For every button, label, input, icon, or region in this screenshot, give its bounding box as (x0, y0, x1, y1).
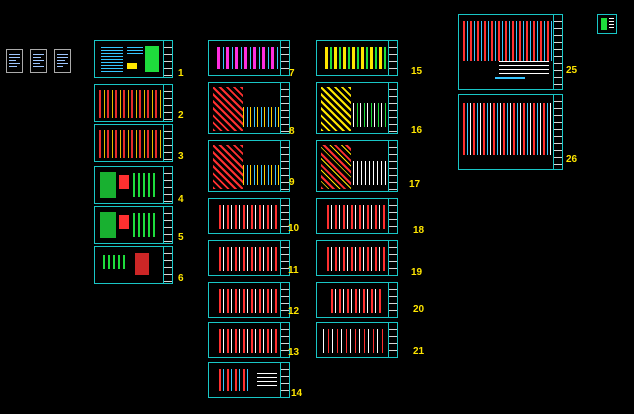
sheet-number-17: 17 (409, 179, 421, 190)
cover-sheet-b[interactable] (30, 49, 47, 73)
sheet-number-25: 25 (566, 65, 578, 76)
sheet-number-19: 19 (411, 267, 423, 278)
sheet-number-3: 3 (178, 151, 184, 162)
sheet-1[interactable] (94, 40, 173, 78)
sheet-number-4: 4 (178, 194, 184, 205)
sheet-17[interactable] (316, 140, 398, 192)
sheet-3[interactable] (94, 124, 173, 162)
sheet-number-10: 10 (288, 223, 300, 234)
cover-sheet-c[interactable] (54, 49, 71, 73)
sheet-6[interactable] (94, 246, 173, 284)
sheet-21[interactable] (316, 322, 398, 358)
sheet-15[interactable] (316, 40, 398, 76)
sheet-number-8: 8 (289, 126, 295, 137)
sheet-20[interactable] (316, 282, 398, 318)
sheet-26[interactable] (458, 94, 563, 170)
sheet-13[interactable] (208, 322, 290, 358)
sheet-number-20: 20 (413, 304, 425, 315)
sheet-18[interactable] (316, 198, 398, 234)
sheet-10[interactable] (208, 198, 290, 234)
sheet-12[interactable] (208, 282, 290, 318)
sheet-4[interactable] (94, 166, 173, 204)
sheet-number-6: 6 (178, 273, 184, 284)
sheet-number-21: 21 (413, 346, 425, 357)
sheet-2[interactable] (94, 84, 173, 122)
sheet-number-15: 15 (411, 66, 423, 77)
sheet-number-14: 14 (291, 388, 303, 399)
sheet-number-16: 16 (411, 125, 423, 136)
sheet-number-7: 7 (289, 68, 295, 79)
sheet-8[interactable] (208, 82, 290, 134)
cover-sheet-a[interactable] (6, 49, 23, 73)
sheet-number-5: 5 (178, 232, 184, 243)
sheet-number-12: 12 (288, 306, 300, 317)
sheet-number-26: 26 (566, 154, 578, 165)
sheet-14[interactable] (208, 362, 290, 398)
sheet-7[interactable] (208, 40, 290, 76)
sheet-9[interactable] (208, 140, 290, 192)
sheet-number-2: 2 (178, 110, 184, 121)
sheet-number-13: 13 (288, 347, 300, 358)
sheet-number-9: 9 (289, 177, 295, 188)
sheet-16[interactable] (316, 82, 398, 134)
sheet-11[interactable] (208, 240, 290, 276)
sheet-5[interactable] (94, 206, 173, 244)
sheet-number-1: 1 (178, 68, 184, 79)
sheet-number-11: 11 (288, 265, 299, 276)
layout-thumbnail[interactable] (597, 14, 617, 34)
sheet-25[interactable] (458, 14, 563, 90)
sheet-number-18: 18 (413, 225, 425, 236)
sheet-19[interactable] (316, 240, 398, 276)
